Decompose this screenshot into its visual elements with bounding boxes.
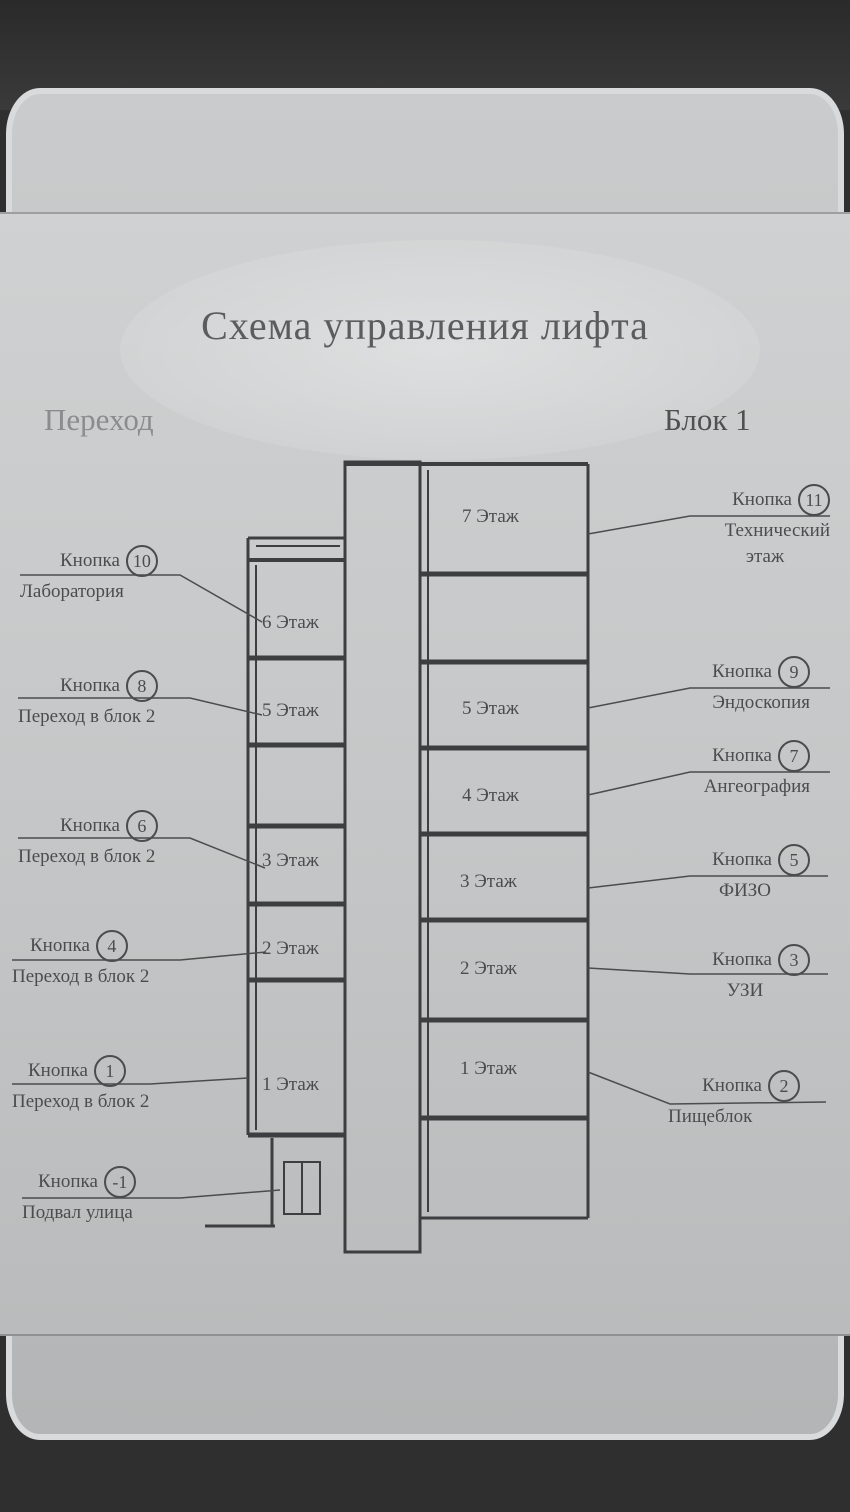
floor-label-right: 4 Этаж xyxy=(462,785,519,806)
button-number: 4 xyxy=(95,930,128,962)
leader-9 xyxy=(587,687,830,709)
button-label: Кнопка xyxy=(38,1171,98,1192)
button-destination: Пищеблок xyxy=(668,1106,753,1127)
button-number: 2 xyxy=(768,1070,800,1102)
leader-3 xyxy=(587,967,828,975)
page-title: Схема управления лифта xyxy=(201,303,649,348)
leader-4 xyxy=(12,951,267,961)
button-number: 1 xyxy=(93,1055,126,1087)
button-label: Кнопка xyxy=(60,550,120,571)
elevator-shaft xyxy=(343,460,422,1254)
sign-plate xyxy=(0,212,850,1336)
left-heading: Переход xyxy=(44,402,154,437)
leader-10 xyxy=(20,574,263,623)
leader-8 xyxy=(18,697,263,716)
floor-label-right: 1 Этаж xyxy=(460,1058,517,1079)
floor-label-left: 6 Этаж xyxy=(262,612,319,633)
button-destination: Переход в блок 2 xyxy=(18,706,156,727)
button-number: 8 xyxy=(125,670,158,702)
button-destination: Подвал улица xyxy=(22,1202,133,1223)
leader-6 xyxy=(18,837,266,869)
button-destination: Переход в блок 2 xyxy=(12,966,150,987)
button-destination: Лаборатория xyxy=(20,581,124,602)
button-destination: УЗИ xyxy=(726,980,764,1001)
floor-label-right: 3 Этаж xyxy=(460,871,517,892)
button-label: Кнопка xyxy=(30,935,90,956)
callout-button-5: Кнопка 5 ФИЗО xyxy=(660,844,810,902)
button-number: 3 xyxy=(778,944,810,976)
button-label: Кнопка xyxy=(702,1075,762,1096)
button-label: Кнопка xyxy=(60,815,120,836)
button-label: Кнопка xyxy=(712,949,772,970)
callout-button-minus1: Кнопка-1 Подвал улица xyxy=(22,1166,136,1224)
right-heading: Блок 1 xyxy=(664,402,751,437)
button-label: Кнопка xyxy=(28,1060,88,1081)
callout-button-7: Кнопка 7 Ангеография xyxy=(660,740,810,798)
button-number: -1 xyxy=(103,1166,136,1198)
floor-label-left: 5 Этаж xyxy=(262,700,319,721)
button-label: Кнопка xyxy=(712,661,772,682)
leader-5 xyxy=(587,875,828,889)
button-destination-line2: этаж xyxy=(745,546,785,567)
button-label: Кнопка xyxy=(712,849,772,870)
leader-2 xyxy=(587,1071,827,1105)
button-label: Кнопка xyxy=(712,745,772,766)
leader-11 xyxy=(587,515,830,535)
floor-label-right: 7 Этаж xyxy=(462,506,519,527)
button-destination: Технический xyxy=(724,520,830,541)
callout-button-3: Кнопка 3 УЗИ xyxy=(660,944,810,1002)
button-destination: Ангеография xyxy=(703,776,810,797)
callout-button-2: Кнопка 2 Пищеблок xyxy=(650,1070,800,1128)
button-label: Кнопка xyxy=(60,675,120,696)
button-number: 11 xyxy=(798,484,830,516)
floor-label-right: 2 Этаж xyxy=(460,958,517,979)
leader-1 xyxy=(12,1077,249,1085)
button-number: 9 xyxy=(778,656,810,688)
button-number: 10 xyxy=(125,545,158,577)
button-number: 7 xyxy=(778,740,810,772)
button-destination: Переход в блок 2 xyxy=(18,846,156,867)
floor-label-right: 5 Этаж xyxy=(462,698,519,719)
button-number: 5 xyxy=(778,844,810,876)
floor-label-left: 3 Этаж xyxy=(262,850,319,871)
button-number: 6 xyxy=(125,810,158,842)
button-destination: Эндоскопия xyxy=(712,692,810,713)
button-destination: Переход в блок 2 xyxy=(12,1091,150,1112)
callout-button-11: Кнопка 11 Технический этаж xyxy=(660,484,830,568)
button-label: Кнопка xyxy=(732,489,792,510)
callout-button-9: Кнопка 9 Эндоскопия xyxy=(660,656,810,714)
floor-label-left: 1 Этаж xyxy=(262,1074,319,1095)
leader-lines xyxy=(12,515,830,1199)
leader-m1 xyxy=(22,1189,281,1199)
leader-7 xyxy=(587,771,830,796)
floor-label-left: 2 Этаж xyxy=(262,938,319,959)
button-destination: ФИЗО xyxy=(719,880,771,901)
